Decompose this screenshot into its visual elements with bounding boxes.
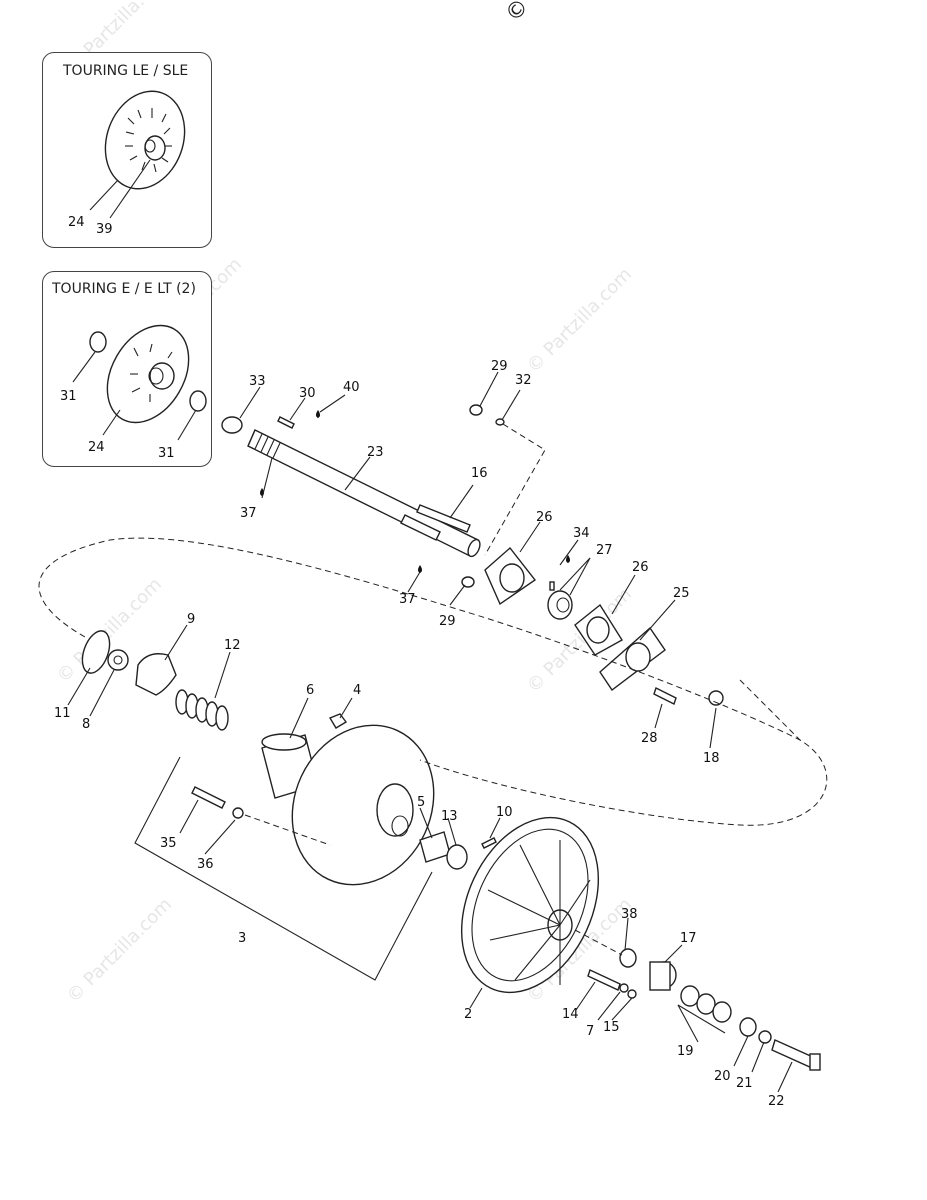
callout-11: 11: [54, 706, 71, 721]
callout-28: 28: [641, 731, 658, 746]
inset2-sheave-part: [72, 324, 207, 441]
callout-31-left: 31: [60, 389, 77, 404]
callout-labels: 24 39 31 24 31 33 30 40 23 37 16 29 32 2…: [54, 215, 785, 1109]
callout-29-bottom: 29: [439, 614, 456, 629]
callout-26-bottom: 26: [632, 560, 649, 575]
callout-40: 40: [343, 380, 360, 395]
inset-title: TOURING LE / SLE: [63, 63, 189, 79]
callout-24-inset2: 24: [88, 440, 105, 455]
callout-35: 35: [160, 836, 177, 851]
callout-3: 3: [238, 931, 246, 946]
leader-lines: [67, 371, 793, 1093]
callout-37-top: 37: [240, 506, 257, 521]
callout-21: 21: [736, 1076, 753, 1091]
callout-39: 39: [96, 222, 113, 237]
callout-37-bottom: 37: [399, 592, 416, 607]
callout-23: 23: [367, 445, 384, 460]
callout-30: 30: [299, 386, 316, 401]
callout-16: 16: [471, 466, 488, 481]
callout-13: 13: [441, 809, 458, 824]
callout-12: 12: [224, 638, 241, 653]
inset-title: TOURING E / E LT (2): [52, 281, 196, 297]
callout-17: 17: [680, 931, 697, 946]
callout-31-right: 31: [158, 446, 175, 461]
callout-26-top: 26: [536, 510, 553, 525]
bearing-bracket-assembly: [461, 404, 724, 706]
callout-32: 32: [515, 373, 532, 388]
callout-18: 18: [703, 751, 720, 766]
callout-38: 38: [621, 907, 638, 922]
callout-2: 2: [464, 1007, 472, 1022]
inset-touring-le-sle: TOURING LE / SLE: [42, 52, 212, 248]
callout-8: 8: [82, 717, 90, 732]
bolt-washer-stack: [587, 948, 821, 1071]
callout-9: 9: [187, 612, 195, 627]
callout-27: 27: [596, 543, 613, 558]
callout-10: 10: [496, 805, 513, 820]
callout-20: 20: [714, 1069, 731, 1084]
callout-36: 36: [197, 857, 214, 872]
assembly-lines: [38, 423, 828, 1043]
callout-24-inset1: 24: [68, 215, 85, 230]
callout-19: 19: [677, 1044, 694, 1059]
movable-sheave: [460, 816, 600, 994]
fixed-sheave: [291, 724, 497, 886]
callout-5: 5: [417, 795, 425, 810]
callout-22: 22: [768, 1094, 785, 1109]
inset1-sheave-part: [89, 90, 186, 219]
shaft-assembly: [221, 410, 570, 573]
callout-29-top: 29: [491, 359, 508, 374]
callout-25: 25: [673, 586, 690, 601]
callout-4: 4: [353, 683, 361, 698]
callout-14: 14: [562, 1007, 579, 1022]
callout-33: 33: [249, 374, 266, 389]
callout-34: 34: [573, 526, 590, 541]
callout-15: 15: [603, 1020, 620, 1035]
callout-6: 6: [306, 683, 314, 698]
callout-7: 7: [586, 1024, 594, 1039]
